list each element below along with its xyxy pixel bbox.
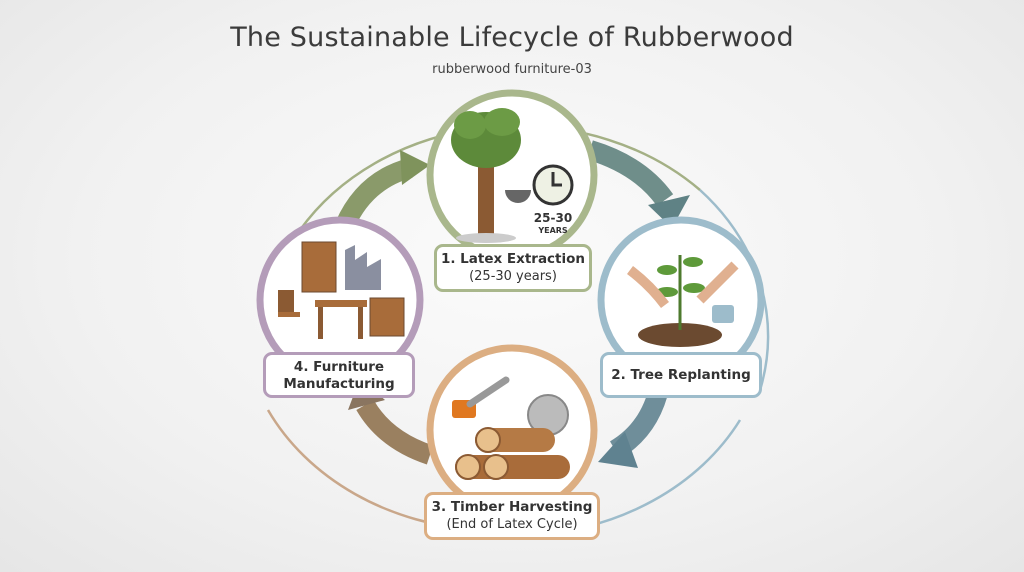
stage-1-detail: (25-30 years) — [469, 269, 557, 284]
stage-4-title-line2: Manufacturing — [283, 376, 395, 392]
badge-unit: YEARS — [537, 226, 568, 235]
tree-tapping-icon — [451, 108, 531, 243]
page-subtitle: rubberwood furniture-03 — [432, 62, 592, 77]
stage-1-label: 1. Latex Extraction (25-30 years) — [434, 244, 592, 292]
stage-4-circle — [256, 216, 424, 384]
badge-number: 25-30 — [534, 211, 572, 225]
logs-chainsaw-icon — [452, 376, 570, 480]
stage-1-circle: 25-30 YEARS — [426, 89, 598, 261]
furniture-factory-icon — [278, 241, 405, 339]
clock-icon — [532, 164, 574, 206]
cycle-arrow-4-to-1 — [335, 150, 430, 230]
stage-3-title: 3. Timber Harvesting — [431, 499, 593, 515]
cycle-arrow-1-to-2 — [586, 140, 690, 228]
stage-2-title: 2. Tree Replanting — [611, 367, 751, 383]
stage-3-circle — [426, 344, 598, 516]
stage-1-title: 1. Latex Extraction — [440, 251, 586, 267]
stage-3-label: 3. Timber Harvesting (End of Latex Cycle… — [424, 492, 600, 540]
sapling-planting-icon — [626, 255, 739, 347]
stage-2-label: 2. Tree Replanting — [600, 352, 762, 398]
stage-3-detail: (End of Latex Cycle) — [446, 517, 578, 532]
page-title: The Sustainable Lifecycle of Rubberwood — [230, 22, 794, 53]
stage-4-title: 4. Furniture — [293, 359, 385, 375]
stage-4-label: 4. Furniture Manufacturing — [263, 352, 415, 398]
